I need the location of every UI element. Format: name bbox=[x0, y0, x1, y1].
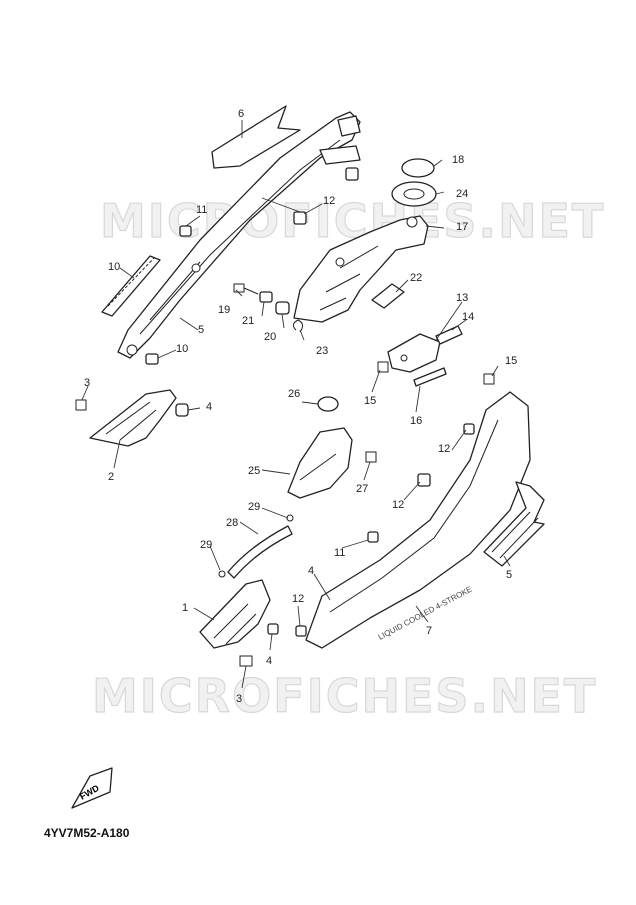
part-2-bracket bbox=[89, 389, 177, 447]
part-14-label bbox=[435, 325, 463, 345]
callout-5: 4 bbox=[308, 565, 314, 577]
part-20-grommet bbox=[275, 301, 290, 315]
callout-11b: 11 bbox=[334, 547, 345, 559]
callout-22: 22 bbox=[410, 272, 422, 284]
callout-4b: 4 bbox=[266, 655, 272, 667]
part-10-strip bbox=[101, 255, 161, 317]
callout-3b: 3 bbox=[236, 693, 242, 705]
part-13-cover bbox=[387, 333, 441, 373]
part-3-bolt-lower bbox=[239, 655, 253, 667]
callout-10: 10 bbox=[108, 261, 120, 273]
part-23-clip bbox=[292, 319, 304, 333]
part-17-coolant-tank bbox=[293, 215, 429, 323]
part-1-side-cover bbox=[199, 579, 271, 649]
part-5-side-panel bbox=[305, 391, 531, 649]
callout-15b: 15 bbox=[505, 355, 517, 367]
callout-6: 5 bbox=[506, 569, 512, 581]
part-19-bolt bbox=[233, 283, 259, 295]
part-12-grommet-c bbox=[463, 423, 475, 435]
part-25-reservoir-tank bbox=[287, 427, 353, 499]
callout-27: 27 bbox=[356, 483, 368, 495]
part-21-collar bbox=[259, 291, 273, 303]
callout-11: 11 bbox=[196, 204, 207, 216]
callout-12d: 12 bbox=[292, 593, 304, 605]
callout-28: 28 bbox=[226, 517, 238, 529]
part-12-grommet-e bbox=[417, 473, 431, 487]
callout-16: 16 bbox=[410, 415, 422, 427]
callout-4: 4 bbox=[206, 401, 212, 413]
callout-20: 20 bbox=[264, 331, 276, 343]
callout-13: 13 bbox=[456, 292, 468, 304]
callout-18: 18 bbox=[452, 154, 464, 166]
callout-3: 3 bbox=[84, 377, 90, 389]
part-12-grommet-b bbox=[345, 167, 359, 181]
part-26-tank-cap bbox=[317, 396, 339, 412]
callout-29: 29 bbox=[248, 501, 260, 513]
part-16-damper bbox=[413, 367, 447, 387]
part-22-label bbox=[371, 283, 405, 309]
callout-29b: 29 bbox=[200, 539, 212, 551]
callout-17: 17 bbox=[456, 221, 468, 233]
callout-2: 2 bbox=[108, 471, 114, 483]
part-18-cap bbox=[401, 158, 435, 178]
leader-lines bbox=[81, 159, 511, 689]
callout-12: 12 bbox=[323, 195, 335, 207]
callout-labels: 6 11 12 18 24 17 10 22 13 19 21 20 5 14 … bbox=[84, 108, 517, 705]
callout-15: 15 bbox=[364, 395, 376, 407]
part-12-grommet-a bbox=[293, 211, 307, 225]
callout-24: 24 bbox=[456, 188, 468, 200]
part-28-hose bbox=[227, 525, 293, 579]
part-29-clamp-b bbox=[218, 570, 226, 578]
part-9-decal bbox=[211, 105, 301, 169]
part-12-grommet-d bbox=[295, 625, 307, 637]
part-27-screw bbox=[365, 451, 377, 463]
callout-26: 26 bbox=[288, 388, 300, 400]
watermark-top: MICROFICHES.NET bbox=[99, 193, 605, 248]
diagram-code: 4YV7M52-A180 bbox=[44, 826, 130, 840]
fwd-arrow-icon: FWD bbox=[71, 767, 113, 809]
part-15-screw-a bbox=[377, 361, 389, 373]
watermark-bottom: MICROFICHES.NET bbox=[91, 668, 597, 723]
part-4-grommet-upper bbox=[175, 403, 189, 417]
part-8-rear-frame bbox=[117, 111, 361, 359]
callout-10b: 10 bbox=[176, 343, 188, 355]
part-15-screw-b bbox=[483, 373, 495, 385]
callout-21: 21 bbox=[242, 315, 254, 327]
callout-7: 7 bbox=[426, 625, 432, 637]
callout-1: 1 bbox=[182, 602, 188, 614]
part-24-gasket bbox=[391, 181, 437, 207]
callout-19: 19 bbox=[218, 304, 230, 316]
callout-23: 23 bbox=[316, 345, 328, 357]
callout-8: 5 bbox=[198, 324, 204, 336]
watermark-text-bottom: MICROFICHES.NET bbox=[92, 669, 597, 723]
part-3-bolt-upper bbox=[75, 399, 87, 411]
callout-9: 6 bbox=[238, 108, 244, 120]
callout-12b: 12 bbox=[438, 443, 450, 455]
part-6-decal bbox=[483, 481, 545, 567]
part-11-grommet-top bbox=[179, 225, 192, 237]
callout-12c: 12 bbox=[392, 499, 404, 511]
watermark-text-top: MICROFICHES.NET bbox=[100, 194, 605, 248]
part-4-grommet-lower bbox=[267, 623, 279, 635]
callout-14: 14 bbox=[462, 311, 474, 323]
callout-25: 25 bbox=[248, 465, 260, 477]
part-11-grommet-lower bbox=[367, 531, 379, 543]
part-10-bushing bbox=[145, 353, 159, 365]
